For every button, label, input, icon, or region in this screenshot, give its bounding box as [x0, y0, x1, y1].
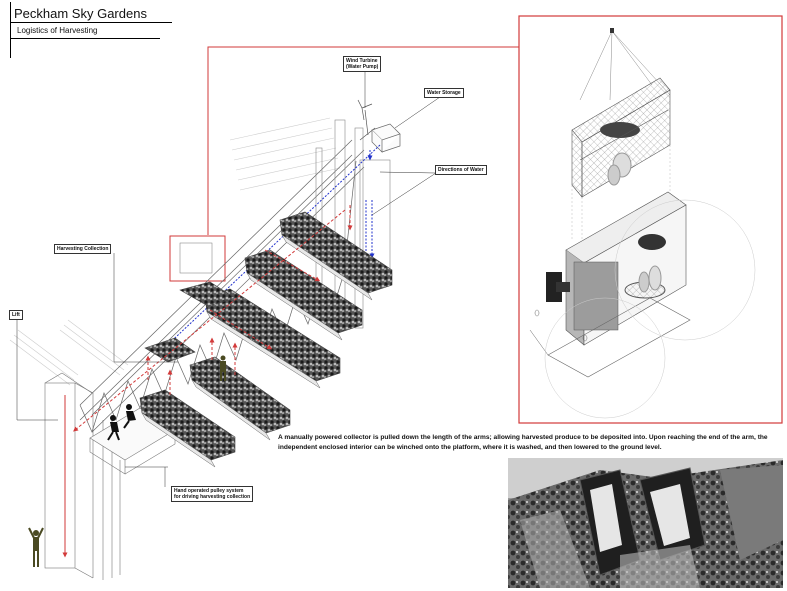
- plant-arm-top: [144, 281, 236, 363]
- worker-figure: [220, 355, 226, 381]
- harvest-path-arrows: [73, 205, 353, 432]
- harvesting-collection-label: Harvesting Collection: [54, 244, 112, 254]
- person-figure: [28, 527, 44, 567]
- plant-arm: [189, 356, 291, 441]
- plant-arm: [139, 389, 236, 468]
- ghost-lines: [9, 117, 341, 386]
- label-leaders: [16, 72, 441, 487]
- water-storage-tank: [371, 123, 401, 153]
- pulley-system-label: Hand operated pulley system for driving …: [171, 486, 254, 502]
- water-direction-arrows: [158, 144, 381, 354]
- site-photo: [508, 458, 783, 588]
- worker-silhouettes: [107, 404, 136, 441]
- lift-label: Lift: [9, 310, 23, 320]
- wind-turbine-label-line2: (Water Pump): [346, 64, 379, 70]
- title-rule: [10, 22, 172, 23]
- pulley-label-line1: Hand operated pulley system: [174, 488, 244, 494]
- title-vertical-rule: [10, 2, 11, 58]
- page-title: Peckham Sky Gardens: [14, 6, 147, 21]
- water-storage-label: Water Storage: [424, 88, 464, 98]
- plant-arm: [204, 288, 341, 389]
- detail-link-frame: [169, 46, 519, 282]
- wind-turbine-label-line1: Wind Turbine: [346, 58, 378, 64]
- plant-arm: [279, 211, 393, 301]
- page-subtitle: Logistics of Harvesting: [17, 26, 98, 35]
- pulley-label-line2: for driving harvesting collection: [174, 494, 251, 500]
- directions-of-water-label: Directions of Water: [435, 165, 487, 175]
- collector-detail-panel: [518, 15, 783, 424]
- plant-arm: [244, 249, 363, 341]
- wind-turbine: [357, 99, 376, 141]
- subtitle-rule: [10, 38, 160, 39]
- wind-turbine-label: Wind Turbine (Water Pump): [343, 56, 382, 72]
- description-text: A manually powered collector is pulled d…: [278, 434, 768, 451]
- planted-arms: [139, 211, 393, 468]
